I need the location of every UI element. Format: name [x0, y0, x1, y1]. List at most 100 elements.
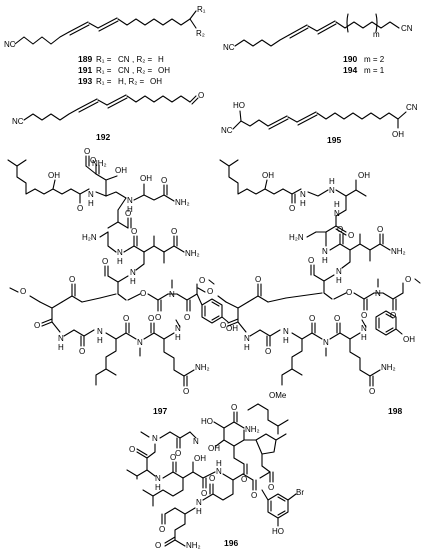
svg-text:O: O: [241, 475, 247, 484]
compound-191-line: 191 R₁ = CN , R₂ = OH: [78, 65, 170, 75]
svg-text:191: 191: [78, 65, 92, 75]
svg-text:N: N: [137, 338, 143, 347]
svg-text:193: 193: [78, 76, 92, 86]
svg-text:O: O: [148, 314, 154, 323]
svg-text:O: O: [125, 209, 131, 218]
svg-text:H: H: [334, 200, 340, 209]
svg-text:CN: CN: [401, 24, 413, 33]
svg-text:N: N: [329, 186, 335, 195]
svg-text:CN: CN: [406, 103, 418, 112]
svg-text:N: N: [127, 196, 133, 205]
svg-text:O: O: [289, 204, 295, 213]
svg-text:H: H: [244, 343, 250, 352]
svg-text:O: O: [79, 347, 85, 356]
m-subscript: m: [373, 30, 380, 39]
svg-text:HO: HO: [201, 417, 213, 426]
svg-text:, R₂ =: , R₂ =: [132, 66, 153, 75]
svg-text:N: N: [323, 338, 329, 347]
svg-text:O: O: [231, 403, 237, 412]
compound-198-label: 198: [388, 406, 402, 416]
compound-190-label: 190: [343, 54, 357, 64]
svg-text:H: H: [117, 257, 123, 266]
svg-text:O: O: [369, 387, 375, 396]
svg-text:H: H: [196, 507, 202, 516]
svg-text:N: N: [58, 334, 64, 343]
svg-text:N: N: [196, 498, 202, 507]
svg-text:O: O: [155, 313, 161, 322]
svg-text:OH: OH: [115, 166, 127, 175]
compound-192-label: 192: [96, 132, 110, 142]
svg-text:CN: CN: [118, 55, 130, 64]
svg-text:N: N: [336, 267, 342, 276]
svg-text:m = 2: m = 2: [364, 55, 385, 64]
svg-text:O: O: [102, 257, 108, 266]
svg-text:OH: OH: [208, 444, 220, 453]
svg-text:m = 1: m = 1: [364, 66, 385, 75]
svg-text:O: O: [309, 314, 315, 323]
compound-196-label: 196: [224, 538, 238, 548]
svg-text:N: N: [334, 209, 340, 218]
svg-text:NH₂: NH₂: [391, 247, 406, 256]
svg-text:O: O: [251, 491, 257, 500]
svg-text:H: H: [283, 336, 289, 345]
svg-text:NC: NC: [223, 43, 235, 52]
svg-text:N: N: [97, 327, 103, 336]
svg-text:O: O: [77, 204, 83, 213]
svg-text:NC: NC: [12, 117, 24, 126]
svg-text:O: O: [268, 483, 274, 492]
svg-text:OH: OH: [150, 77, 162, 86]
r2-label: R₂: [196, 29, 205, 38]
compound-195-label: 195: [327, 135, 341, 145]
svg-text:OH: OH: [226, 324, 238, 333]
svg-text:OH: OH: [403, 335, 415, 344]
svg-text:O: O: [377, 225, 383, 234]
svg-text:O: O: [201, 489, 207, 498]
svg-text:Br: Br: [296, 488, 304, 497]
svg-text:H: H: [88, 199, 94, 208]
svg-text:NH₂: NH₂: [381, 363, 396, 372]
svg-text:O: O: [209, 474, 215, 483]
svg-text:H: H: [175, 333, 181, 342]
svg-text:O: O: [308, 256, 314, 265]
svg-text:H: H: [336, 276, 342, 285]
structure-195: NC HO CN OH 195: [221, 101, 418, 145]
svg-text:NH₂: NH₂: [175, 198, 190, 207]
svg-text:H: H: [155, 483, 161, 492]
structure-190-194: NC m CN 190 m = 2 194 m = 1: [223, 13, 413, 75]
svg-text:H: H: [127, 205, 133, 214]
r1-label: R₁: [197, 5, 206, 14]
svg-text:N: N: [283, 327, 289, 336]
svg-text:R₁ =: R₁ =: [96, 66, 112, 75]
svg-text:R₁ =: R₁ =: [96, 77, 112, 86]
svg-text:H: H: [118, 77, 124, 86]
svg-text:OH: OH: [48, 171, 60, 180]
svg-text:O: O: [334, 314, 340, 323]
svg-text:O: O: [84, 147, 90, 156]
structure-197: OH O N H O OH O NH₂ N H OH O NH₂ O H₂N N…: [7, 147, 238, 416]
svg-text:N: N: [152, 434, 158, 443]
svg-text:H₂N: H₂N: [82, 233, 97, 242]
svg-text:O: O: [20, 287, 26, 296]
svg-text:OH: OH: [140, 174, 152, 183]
svg-text:O: O: [69, 275, 75, 284]
svg-text:O: O: [265, 347, 271, 356]
svg-text:H: H: [158, 55, 164, 64]
nitrile-left: NC: [4, 40, 16, 49]
svg-text:, R₂ =: , R₂ =: [124, 77, 145, 86]
svg-text:N: N: [155, 474, 161, 483]
svg-text:O: O: [171, 227, 177, 236]
svg-text:N: N: [175, 324, 181, 333]
svg-text:O: O: [159, 525, 165, 534]
svg-text:O: O: [90, 156, 96, 165]
svg-text:H: H: [322, 256, 328, 265]
svg-text:O: O: [161, 176, 167, 185]
svg-text:N: N: [130, 268, 136, 277]
svg-text:HO: HO: [233, 101, 245, 110]
svg-text:H: H: [300, 199, 306, 208]
svg-text:NH₂: NH₂: [186, 541, 201, 550]
svg-text:O: O: [170, 453, 176, 462]
svg-text:H: H: [329, 177, 335, 186]
svg-text:O: O: [361, 311, 367, 320]
svg-text:O: O: [129, 445, 135, 454]
